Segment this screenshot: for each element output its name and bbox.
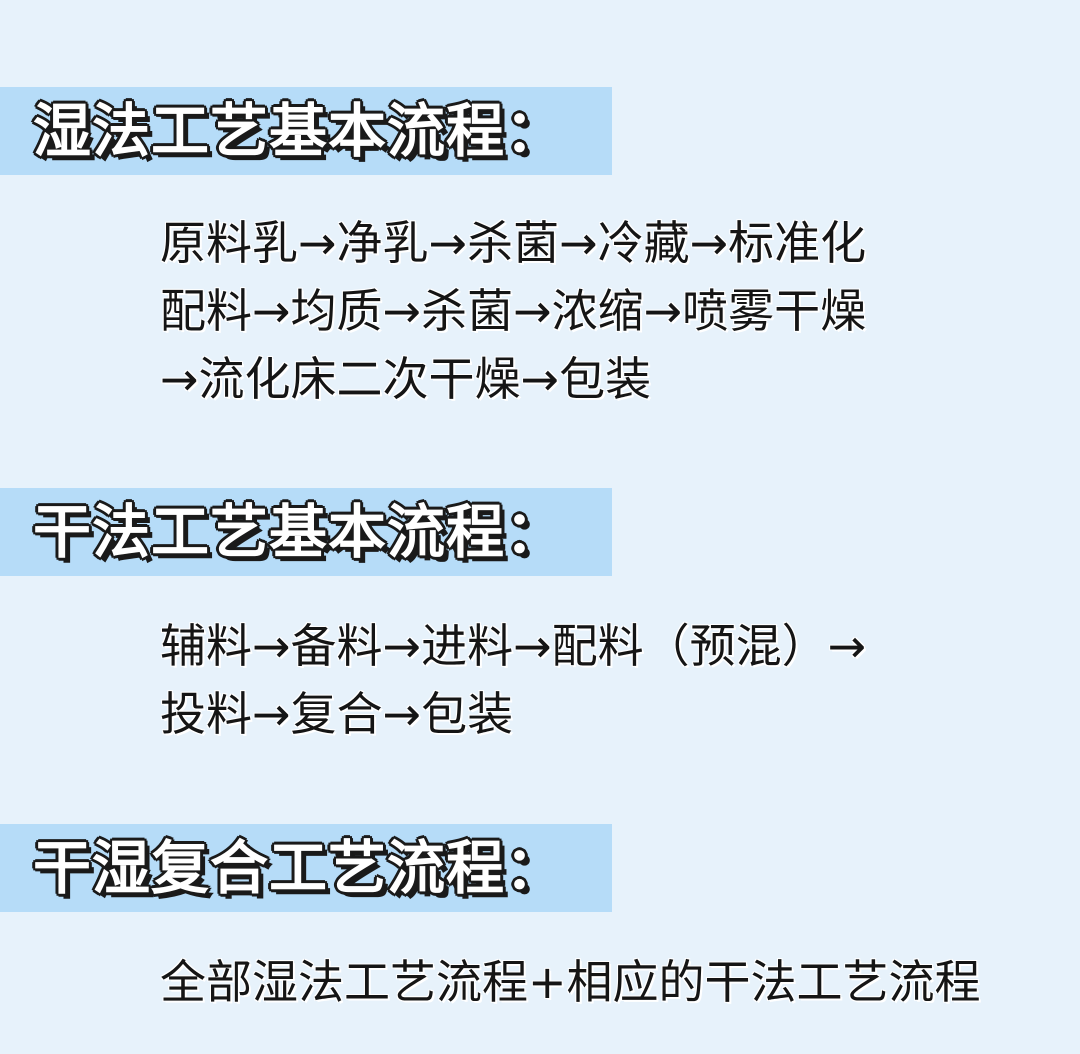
- process-line: 全部湿法工艺流程+相应的干法工艺流程: [160, 955, 981, 1009]
- process-line: →流化床二次干燥→包装: [160, 352, 652, 406]
- process-steps: 辅料→备料→进料→配料（预混）→ 投料→复合→包装: [160, 612, 866, 748]
- heading-band: [0, 824, 612, 912]
- process-line: 配料→均质→杀菌→浓缩→喷雾干燥: [160, 284, 867, 338]
- process-line: 辅料→备料→进料→配料（预混）→: [160, 619, 867, 673]
- process-line: 投料→复合→包装: [160, 687, 514, 741]
- process-steps: 原料乳→净乳→杀菌→冷藏→标准化 配料→均质→杀菌→浓缩→喷雾干燥 →流化床二次…: [160, 209, 866, 413]
- process-steps: 全部湿法工艺流程+相应的干法工艺流程: [160, 948, 981, 1016]
- heading-band: [0, 488, 612, 576]
- section-heading: 干法工艺基本流程：: [33, 498, 565, 566]
- heading-band: [0, 87, 612, 175]
- section-heading: 湿法工艺基本流程：: [33, 97, 565, 165]
- process-line: 原料乳→净乳→杀菌→冷藏→标准化: [160, 216, 867, 270]
- section-heading: 干湿复合工艺流程：: [33, 834, 565, 902]
